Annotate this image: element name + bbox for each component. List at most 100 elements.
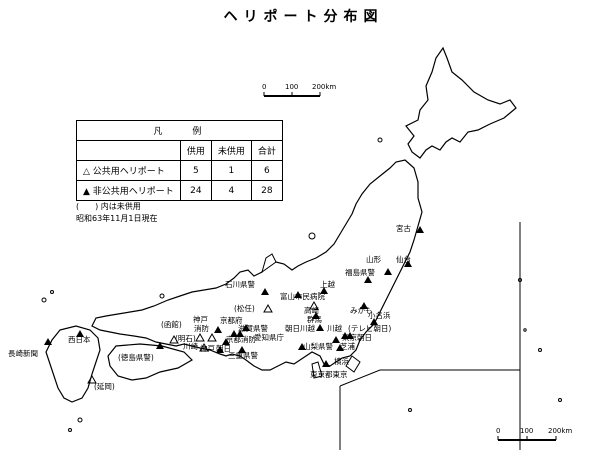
heliport-marker bbox=[322, 360, 330, 367]
heliport-marker bbox=[222, 338, 230, 345]
place-label: (徳島県警) bbox=[118, 352, 154, 362]
legend-row: △ 公共用ヘリポート 5 1 6 bbox=[76, 160, 283, 181]
island bbox=[558, 398, 562, 402]
date-note: 昭和63年11月1日現在 bbox=[76, 214, 158, 223]
place-label: 仙台 bbox=[396, 254, 411, 264]
unused-note: ( ) 内は未供用 bbox=[76, 202, 141, 211]
scale-label-100: 100 bbox=[285, 83, 298, 91]
heliport-marker bbox=[294, 291, 302, 298]
place-label: 富山市民病院 bbox=[280, 291, 325, 301]
place-label: 川越 bbox=[327, 323, 342, 333]
scale-label-200: 200km bbox=[548, 427, 572, 435]
place-label: 山梨県警 bbox=[303, 341, 333, 351]
place-label: 川崎 bbox=[183, 341, 198, 351]
heliport-marker bbox=[195, 332, 205, 342]
inset-border bbox=[339, 369, 520, 387]
island bbox=[377, 137, 383, 143]
island bbox=[68, 428, 72, 432]
legend-row-label: 非公共用ヘリポート bbox=[92, 187, 174, 197]
heliport-marker bbox=[199, 342, 209, 352]
island bbox=[308, 232, 316, 240]
heliport-marker bbox=[76, 330, 84, 337]
page-title: ヘリポート分布図 bbox=[223, 9, 384, 25]
place-label: 東京朝日 bbox=[342, 332, 372, 342]
place-label: 京都消防 bbox=[226, 334, 256, 344]
place-label: 宮古 bbox=[396, 223, 411, 233]
place-label: 神戸 bbox=[193, 314, 208, 324]
heliport-marker bbox=[214, 326, 222, 333]
heliport-marker bbox=[346, 332, 354, 339]
scale-label-100: 100 bbox=[520, 427, 533, 435]
place-label: (テレビ朝日) bbox=[348, 324, 391, 333]
heliport-marker bbox=[169, 334, 179, 344]
scale-label-0: 0 bbox=[262, 83, 266, 91]
legend-table: 凡 例 供用 未供用 合計 △ 公共用ヘリポート 5 1 6 ▲ 非公共用ヘリポ… bbox=[76, 120, 283, 201]
place-label: 西日本 bbox=[68, 334, 91, 344]
legend-column-header: 合計 bbox=[250, 140, 283, 161]
legend-header: 凡 例 bbox=[76, 120, 283, 141]
heliport-marker bbox=[316, 324, 324, 331]
place-label: 愛知県庁 bbox=[254, 332, 284, 342]
boso-peninsula bbox=[345, 355, 361, 373]
island bbox=[538, 348, 542, 352]
scale-label-0: 0 bbox=[496, 427, 500, 435]
place-label: 上越 bbox=[320, 279, 335, 289]
legend-value: 5 bbox=[179, 160, 212, 181]
place-label: 朝日 bbox=[216, 344, 231, 353]
izu-peninsula bbox=[311, 361, 323, 379]
heliport-marker bbox=[238, 346, 246, 353]
legend-row-label: 公共用ヘリポート bbox=[92, 167, 165, 177]
place-label: 山形 bbox=[366, 254, 381, 264]
heliport-markers bbox=[44, 226, 424, 384]
place-label: 福島県警 bbox=[345, 267, 375, 277]
heliport-marker bbox=[242, 324, 250, 331]
island bbox=[408, 408, 412, 412]
filled-triangle-icon: ▲ bbox=[83, 187, 90, 197]
place-label: 滋賀県警 bbox=[238, 323, 268, 333]
place-label: 石川県警 bbox=[225, 279, 255, 289]
heliport-marker bbox=[216, 346, 224, 353]
legend-column-header: 未供用 bbox=[210, 140, 252, 161]
hokkaido-island bbox=[405, 46, 517, 159]
shikoku-island bbox=[107, 343, 193, 381]
place-label: 京都府 bbox=[220, 315, 243, 325]
heliport-marker bbox=[384, 268, 392, 275]
heliport-marker bbox=[312, 312, 320, 319]
island bbox=[159, 293, 165, 299]
legend-header-row: 凡 例 bbox=[76, 120, 283, 141]
island bbox=[41, 297, 47, 303]
scale-bar-bottom: 0 100 200km bbox=[496, 427, 572, 441]
place-label: 消防 bbox=[194, 323, 209, 333]
legend-value: 24 bbox=[179, 180, 212, 201]
island bbox=[50, 290, 54, 294]
legend-value: 1 bbox=[210, 160, 252, 181]
place-label: 群馬 bbox=[307, 314, 322, 324]
place-label: 高崎 bbox=[304, 305, 319, 315]
place-label: 東京都東京 bbox=[310, 369, 348, 379]
heliport-marker bbox=[298, 343, 306, 350]
heliport-marker bbox=[263, 303, 273, 313]
open-triangle-icon: △ bbox=[83, 167, 90, 177]
kyushu-island bbox=[45, 325, 101, 403]
heliport-marker bbox=[261, 288, 269, 295]
heliport-marker bbox=[207, 332, 217, 342]
heliport-marker bbox=[332, 336, 340, 343]
place-label: 三重県警 bbox=[228, 350, 258, 360]
legend-columns-row: 供用 未供用 合計 bbox=[76, 140, 283, 161]
place-label: 芝浦 bbox=[340, 341, 355, 351]
island bbox=[523, 328, 527, 332]
scale-label-200: 200km bbox=[312, 83, 336, 91]
place-labels: 宮古 山形 仙台 福島県警 上越 富山市民病院 石川県警 (松任) 高崎 群馬 … bbox=[8, 223, 411, 391]
heliport-marker bbox=[336, 344, 344, 351]
island bbox=[77, 417, 83, 423]
place-label: 朝日川越 bbox=[285, 323, 315, 333]
heliport-marker bbox=[320, 287, 328, 294]
heliport-marker bbox=[236, 330, 244, 337]
place-label: (函館) bbox=[161, 319, 182, 329]
place-label: (松任) bbox=[234, 303, 255, 313]
heliport-marker bbox=[404, 260, 412, 267]
heliport-marker bbox=[87, 374, 97, 384]
scale-bar-top: 0 100 200km bbox=[262, 83, 336, 97]
place-label: 長崎新聞 bbox=[8, 348, 38, 358]
